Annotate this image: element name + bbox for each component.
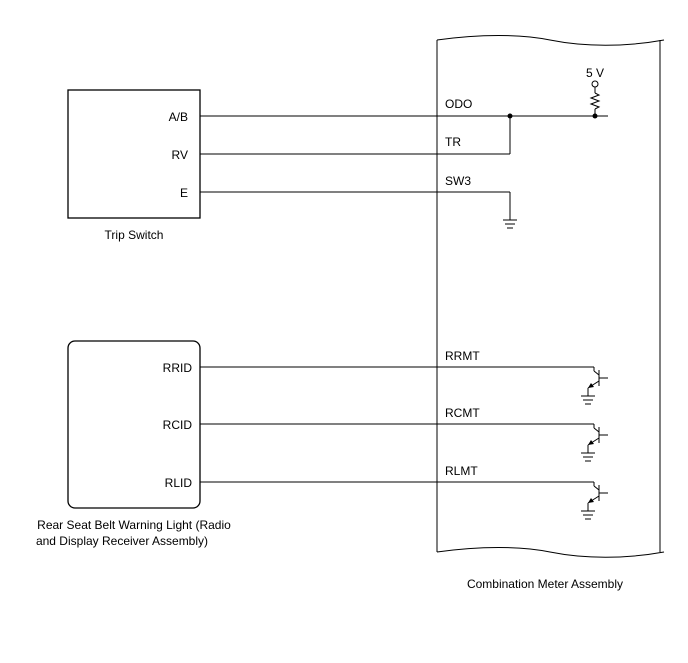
transistor-rrmt <box>581 370 608 405</box>
wire-rcid-rcmt <box>200 423 595 428</box>
supply-label: 5 V <box>586 66 604 80</box>
rsb-pin-rrid: RRID <box>163 361 193 375</box>
trip-switch-caption: Trip Switch <box>105 228 164 242</box>
trip-switch <box>67 89 201 219</box>
trip-switch-pin-e: E <box>180 186 188 200</box>
wire-rv-tr <box>200 113 513 155</box>
combination-meter-assembly <box>436 35 665 558</box>
terminal-tr: TR <box>445 135 461 149</box>
rsb-pin-rlid: RLID <box>165 476 193 490</box>
rsb-caption-line1: Rear Seat Belt Warning Light (Radio <box>37 518 231 532</box>
rsb-caption-line2: and Display Receiver Assembly) <box>36 534 208 548</box>
transistor-rlmt <box>581 485 608 520</box>
terminal-rcmt: RCMT <box>445 406 480 420</box>
pull-up-resistor <box>589 80 601 119</box>
transistor-rcmt <box>581 427 608 462</box>
trip-switch-pin-ab: A/B <box>169 110 188 124</box>
wire-e-sw3 <box>200 191 511 220</box>
terminal-odo: ODO <box>445 97 472 111</box>
terminal-rlmt: RLMT <box>445 464 478 478</box>
combination-meter-caption: Combination Meter Assembly <box>467 577 623 591</box>
ground-symbol <box>503 219 517 229</box>
terminal-sw3: SW3 <box>445 174 471 188</box>
wire-rlid-rlmt <box>200 481 595 486</box>
terminal-rrmt: RRMT <box>445 349 480 363</box>
rsb-pin-rcid: RCID <box>163 418 193 432</box>
wire-rrid-rrmt <box>200 366 595 371</box>
trip-switch-pin-rv: RV <box>172 148 188 162</box>
